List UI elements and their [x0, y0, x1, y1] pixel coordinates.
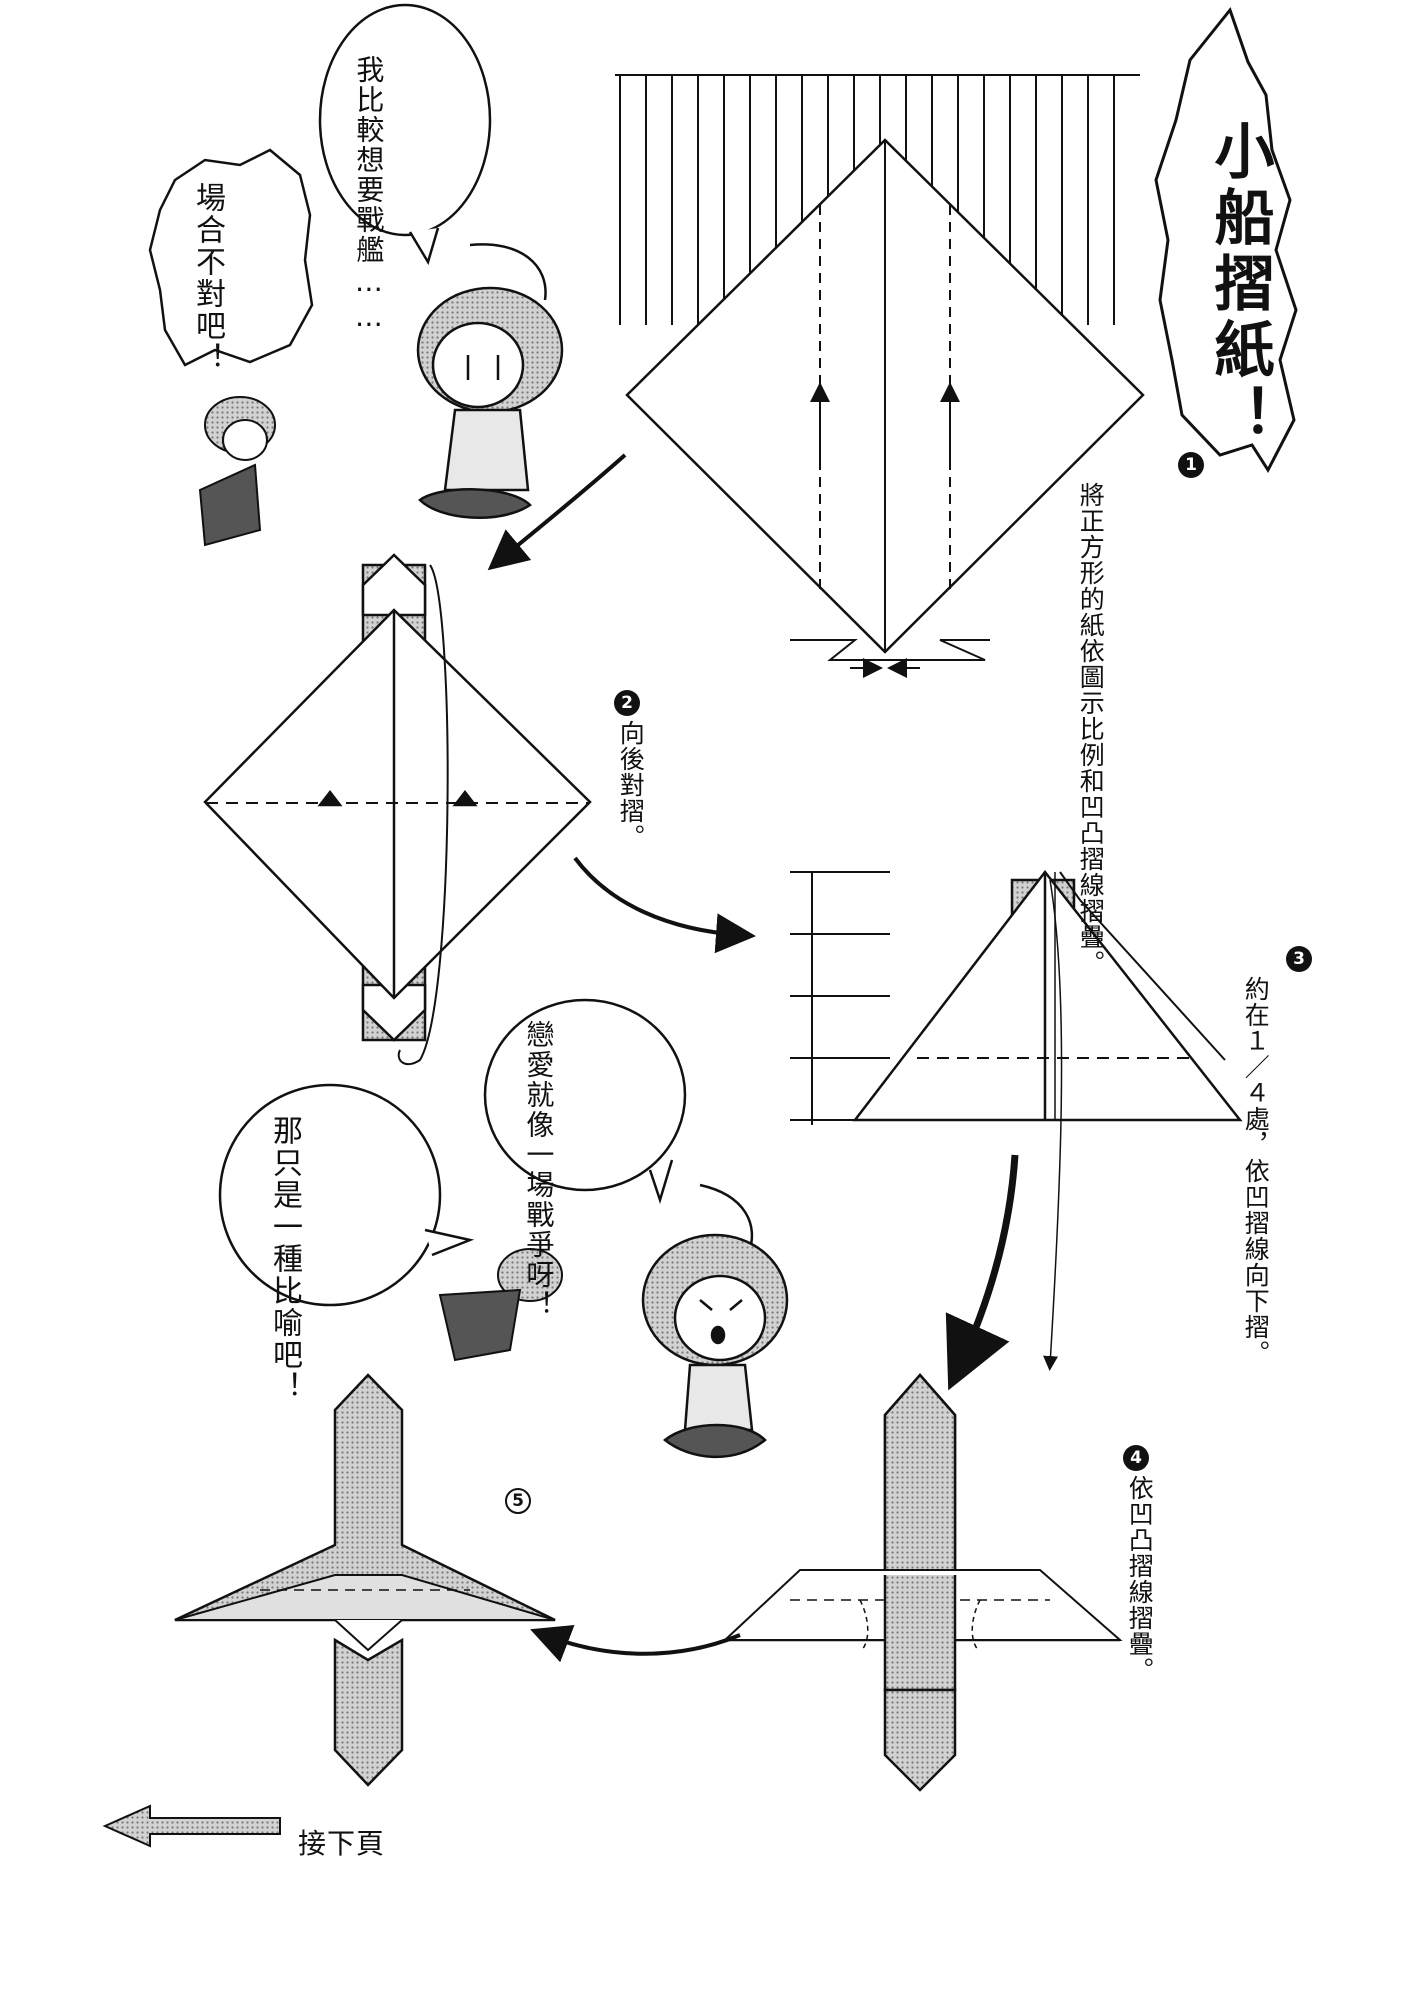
bubble-battleship-shape: [318, 3, 492, 237]
speech-metaphor: 那只是一種比喻吧！: [267, 1115, 302, 1403]
small-character-top: [198, 396, 276, 547]
next-page-arrow: [102, 1804, 281, 1848]
step5-figure: [174, 1373, 556, 1787]
next-page-label[interactable]: 接下頁: [298, 1827, 386, 1860]
step4-text: 依凹凸摺線摺疊。: [1125, 1475, 1155, 1683]
step2-text: 向後對摺。: [616, 720, 646, 850]
title-burst: [1154, 6, 1298, 473]
step1-number: 1: [1178, 452, 1204, 478]
small-character-bottom: [438, 1248, 563, 1362]
step2-figure: [203, 553, 592, 1066]
bubble-love-war-shape: [483, 998, 687, 1192]
speech-battleship: 我比較想要戰艦……: [352, 55, 386, 335]
arrow-3-to-4: [945, 1154, 1019, 1391]
bubble-metaphor-shape: [218, 1083, 442, 1307]
step3-figure: [790, 869, 1243, 1371]
arrow-1-to-2: [487, 453, 627, 571]
step3-text: 約在１／４處，依凹摺線向下摺。: [1241, 976, 1271, 1366]
step3-number: 3: [1286, 946, 1312, 972]
arrow-4-to-5: [530, 1624, 741, 1663]
step4-number: 4: [1123, 1445, 1149, 1471]
speech-wrong-place: 場合不對吧！: [190, 182, 225, 374]
step2-number: 2: [614, 690, 640, 716]
bubble-wrong-place-shape: [148, 148, 314, 367]
speech-love-war: 戀愛就像一場戰爭呀！: [522, 1020, 556, 1320]
step1-figure: [615, 74, 1145, 678]
step1-text: 將正方形的紙依圖示比例和凹凸摺線摺疊。: [1076, 482, 1106, 976]
girl-character-top: [416, 243, 564, 519]
step5-number: 5: [505, 1488, 531, 1514]
girl-character-bottom: [641, 1183, 789, 1459]
page-title: 小船摺紙！: [1204, 120, 1274, 450]
step4-figure: [722, 1373, 1123, 1792]
arrow-2-to-3: [573, 856, 756, 954]
